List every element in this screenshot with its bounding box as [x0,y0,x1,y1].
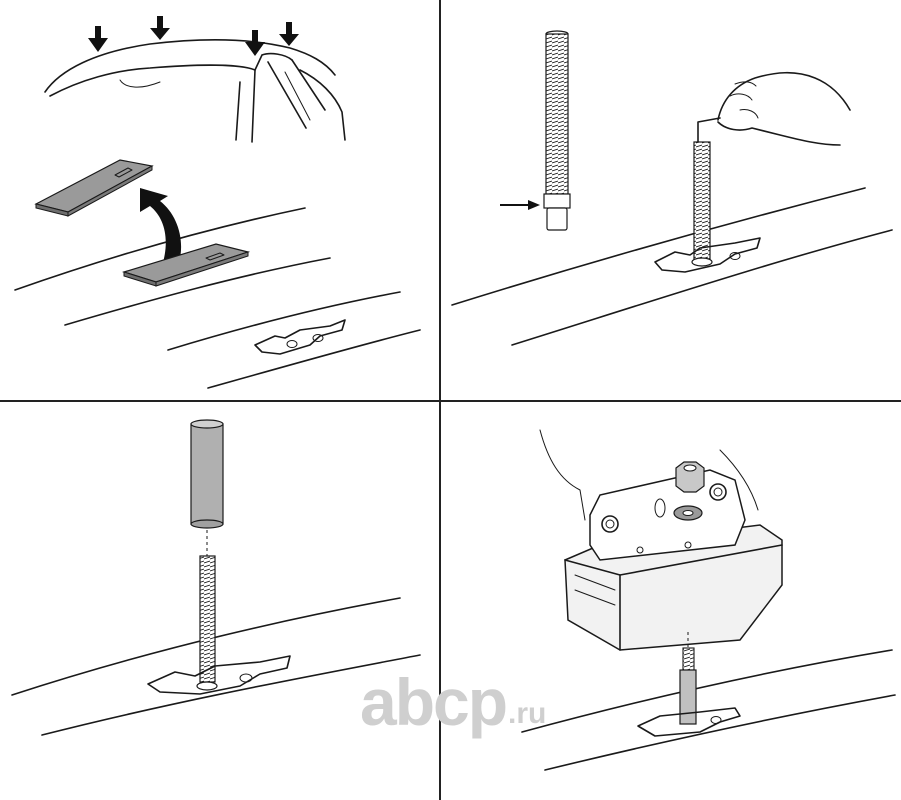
hex-key-icon [697,117,721,143]
loose-threaded-bolt [543,30,571,231]
down-arrow-icon [88,26,108,52]
panel-step-4 [521,429,896,771]
watermark-main: abcp [360,665,508,739]
foot-bracket-plate [589,469,746,561]
installed-threaded-bolt [691,141,713,267]
installed-pad [121,243,251,287]
panel-step-1 [14,16,421,389]
curved-lift-arrow-icon [140,188,182,266]
threaded-stud [679,647,697,725]
roof-rails [451,187,893,346]
down-arrow-icon [150,16,170,40]
roof-rails [521,649,896,771]
down-arrow-icon [279,22,299,46]
washer [673,505,703,521]
removed-pad [34,159,154,217]
watermark-tld: .ru [508,697,547,730]
mounting-bracket [637,707,741,737]
threaded-bolt [196,555,218,691]
roof-rails [14,207,421,389]
pointer-arrow-icon [500,200,540,210]
watermark-logo: abcp .ru [360,665,547,739]
car-body-outline [539,429,759,521]
car-roof-illustration [44,39,346,143]
hand-illustration [717,71,851,146]
hex-nut [675,461,705,493]
mounting-bracket [254,319,346,355]
mounting-bracket [654,237,761,273]
down-arrow-icon [245,30,265,56]
panel-step-3 [11,419,421,736]
panel-step-2 [451,30,893,346]
mounting-bracket [147,655,291,695]
mount-point-arrows [88,16,299,56]
spacer-tube [190,419,224,529]
